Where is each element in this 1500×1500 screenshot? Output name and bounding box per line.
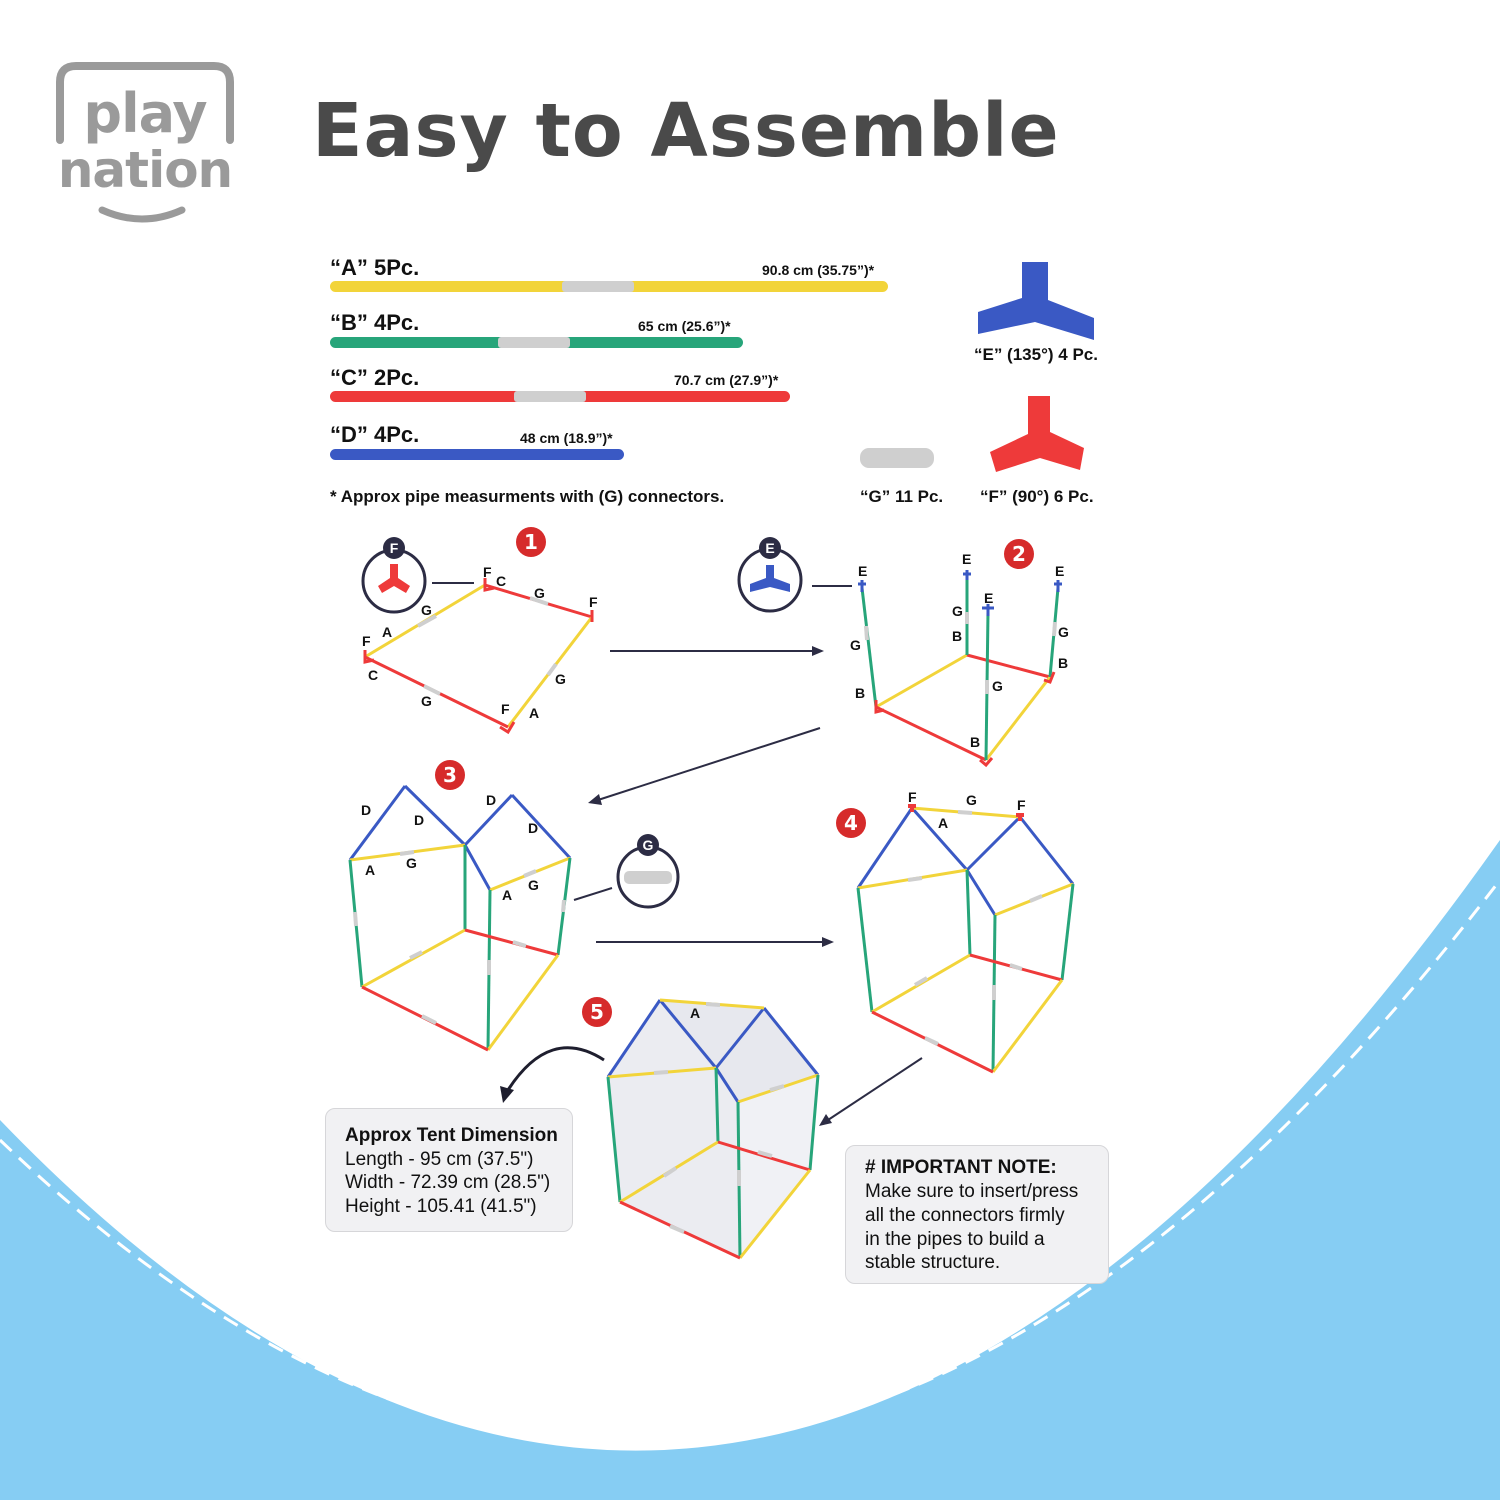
pipe-b-label: “B” 4Pc. — [330, 310, 420, 335]
brand-line1: play — [83, 82, 207, 145]
brand-line2: nation — [57, 141, 233, 199]
page-title: Easy to Assemble — [312, 88, 1060, 174]
brand-logo: play nation — [50, 62, 240, 227]
pipe-a-label: “A” 5Pc. — [330, 255, 420, 280]
dimension-box: Approx Tent Dimension Length - 95 cm (37… — [325, 1108, 573, 1232]
note-heading: # IMPORTANT NOTE: — [865, 1157, 1057, 1178]
dimension-heading: Approx Tent Dimension — [345, 1125, 558, 1146]
note-line-2: all the connectors firmly — [865, 1205, 1065, 1226]
footnote: * Approx pipe measurments with (G) conne… — [330, 487, 725, 506]
pipe-c-label: “C” 2Pc. — [330, 365, 420, 390]
pipe-b-connector — [498, 337, 570, 348]
pipe-c-measure: 70.7 cm (27.9”)* — [674, 372, 779, 388]
important-note-box: # IMPORTANT NOTE: Make sure to insert/pr… — [845, 1145, 1109, 1284]
note-line-3: in the pipes to build a — [865, 1229, 1045, 1250]
note-line-1: Make sure to insert/press — [865, 1181, 1079, 1202]
pipe-d-measure: 48 cm (18.9”)* — [520, 430, 613, 446]
pipe-b-measure: 65 cm (25.6”)* — [638, 318, 731, 334]
dimension-height: Height - 105.41 (41.5") — [345, 1196, 537, 1217]
pipe-c-connector — [514, 391, 586, 402]
pipe-d-bar — [330, 449, 624, 460]
note-line-4: stable structure. — [865, 1252, 1001, 1273]
connector-f-label: “F” (90°) 6 Pc. — [980, 487, 1094, 506]
pipe-a-connector — [562, 281, 634, 292]
pipe-d-label: “D” 4Pc. — [330, 422, 420, 447]
connector-g-label: “G” 11 Pc. — [860, 487, 944, 506]
dimension-length: Length - 95 cm (37.5") — [345, 1149, 534, 1170]
connector-e-label: “E” (135°) 4 Pc. — [974, 345, 1098, 364]
dimension-width: Width - 72.39 cm (28.5") — [345, 1172, 551, 1193]
pipe-a-measure: 90.8 cm (35.75”)* — [762, 262, 875, 278]
